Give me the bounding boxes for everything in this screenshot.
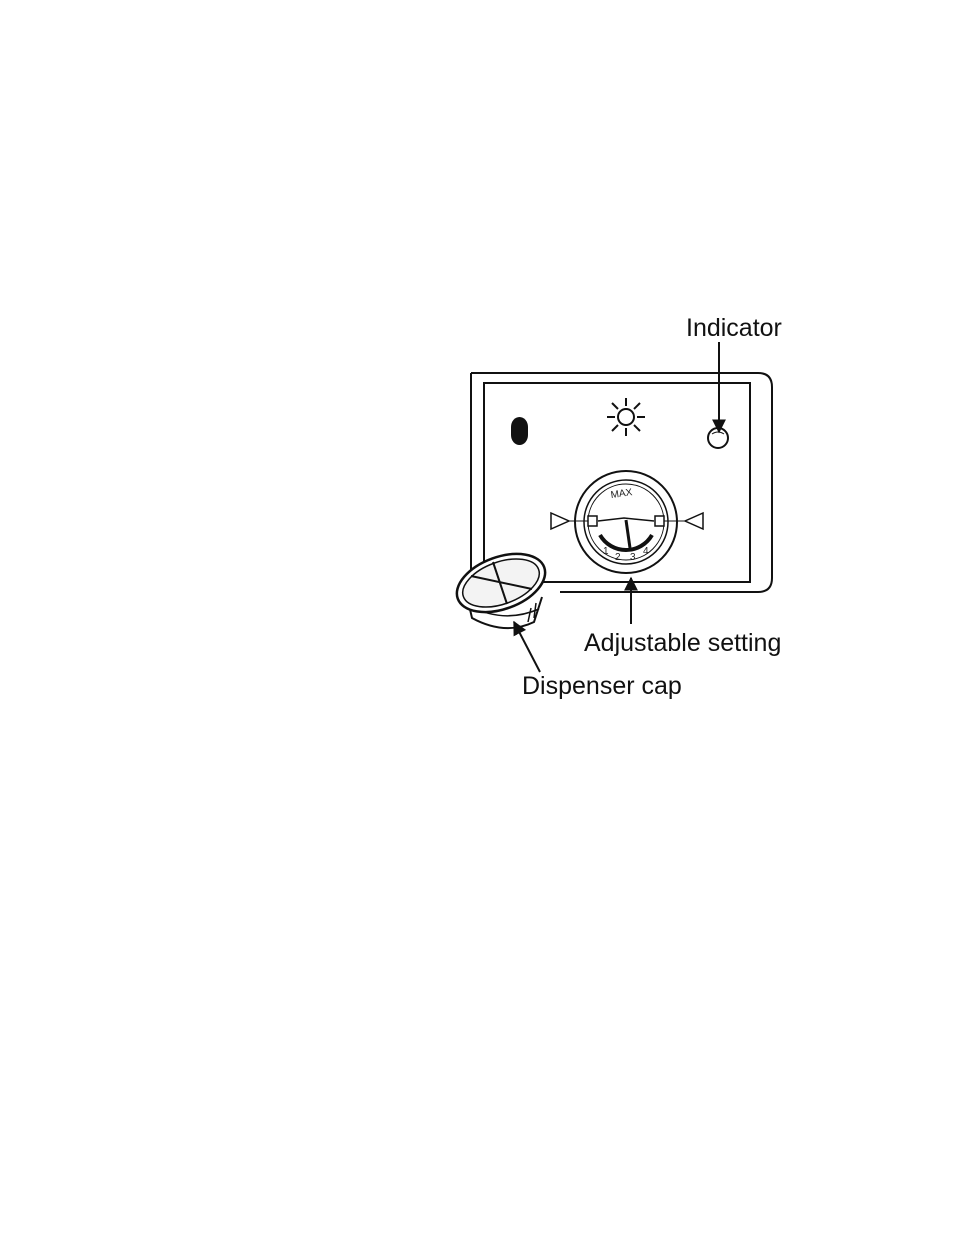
dial-right-notch [655,516,664,526]
dial-scale-4: 4 [643,546,649,557]
adjustable-setting-label: Adjustable setting [584,629,781,657]
indicator-label: Indicator [686,314,782,342]
dial-scale-2: 2 [615,552,621,563]
dispenser-cap-label: Dispenser cap [522,672,682,700]
dial-left-notch [588,516,597,526]
dispenser-cap-arrow [514,622,540,672]
sun-icon [607,398,645,436]
dial-scale-3: 3 [630,552,636,563]
right-triangle-marker [685,513,703,529]
adjustable-setting-dial[interactable]: MAX 1 2 3 4 [575,471,677,573]
dispenser-cap[interactable] [449,543,553,628]
left-triangle-marker [551,513,569,529]
panel-slot-icon [511,417,528,445]
dial-scale-1: 1 [603,546,609,557]
